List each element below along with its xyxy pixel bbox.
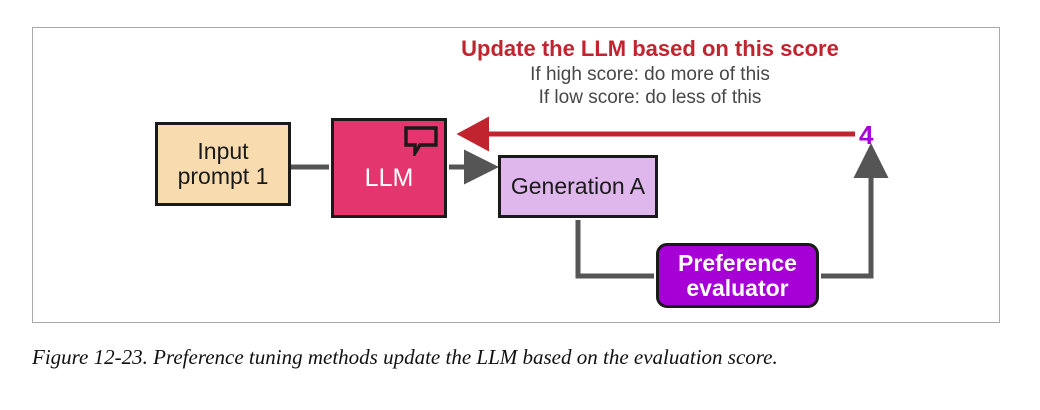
feedback-annotation: Update the LLM based on this score If hi…: [420, 36, 880, 109]
node-preference-evaluator-label-line1: Preference: [678, 249, 797, 276]
figure-caption: Figure 12-23. Preference tuning methods …: [32, 345, 778, 369]
score-value: 4: [859, 120, 874, 150]
annotation-low-score-line: If low score: do less of this: [538, 87, 762, 108]
node-input-prompt-label: Input prompt 1: [178, 139, 269, 189]
node-preference-evaluator-label: Preference evaluator: [678, 249, 797, 301]
node-input-prompt-label-line1: Input: [197, 138, 249, 165]
node-input-prompt: Input prompt 1: [155, 122, 291, 206]
node-preference-evaluator: Preference evaluator: [656, 243, 819, 308]
node-llm: LLM: [331, 118, 447, 218]
node-preference-evaluator-label-line2: evaluator: [686, 274, 789, 301]
node-llm-label: LLM: [364, 163, 414, 192]
annotation-title: Update the LLM based on this score: [461, 36, 839, 61]
node-generation-a-label: Generation A: [510, 173, 646, 200]
node-input-prompt-label-line2: prompt 1: [177, 163, 269, 189]
node-generation-a: Generation A: [498, 155, 658, 218]
speech-bubble-icon: [404, 126, 438, 156]
annotation-high-score-line: If high score: do more of this: [530, 63, 770, 85]
